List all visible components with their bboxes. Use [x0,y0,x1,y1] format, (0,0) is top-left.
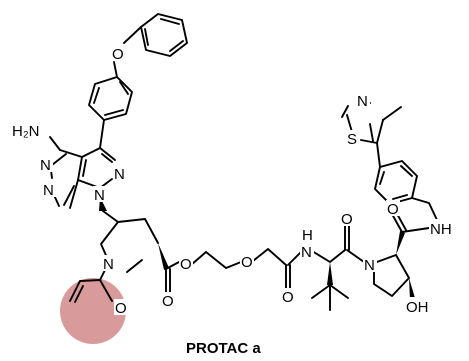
atom-amide3-nh: NH [430,221,452,238]
pyrimidine-inner-bonds [51,153,75,206]
tle-wedge [327,262,333,285]
atom-thiazole-n: N [357,93,368,110]
bonds [49,13,438,311]
amide3-wedge [396,231,405,255]
acrylamide-highlight [60,278,126,344]
atom-amide3-o: O [387,201,399,218]
atom-amide-h: H [302,227,313,244]
ester-wedge [158,243,169,270]
tle-bonds [311,249,346,263]
atom-pyrazole-n2: N [114,166,125,183]
atom-pyrrolidine-n1: N [103,256,114,273]
thiazole-link [376,142,381,168]
atom-nh2: H₂N [12,123,40,140]
methyl-bond [382,106,402,121]
atom-pyrimidine-n1: N [40,157,51,174]
phenylene-inner-bonds [93,81,129,116]
benzyl-bonds [411,197,438,221]
thiazole-inner-bonds [341,105,374,142]
pyrrolidine-link [102,210,119,223]
atom-pyrrolidine-n2: N [364,257,375,274]
amide1-bonds [285,250,303,290]
tbutyl-bonds [311,284,349,311]
ester-bonds [165,261,180,293]
aryl-link [99,119,105,149]
atom-ether-o: O [112,46,124,63]
oh-wedge [409,278,415,300]
atom-amide2-o: O [341,211,353,228]
atom-amide1-o: O [282,289,294,306]
amine-bond [49,136,61,151]
caption: PROTAC a [186,340,261,357]
atom-pyrimidine-n3: N [43,182,54,199]
atom-ester-o-double: O [162,293,174,310]
phenyl-inner-bonds [144,18,184,52]
pyrrolidine2-ring [373,254,410,297]
atom-oh: OH [406,299,429,316]
atom-amide-n: N [301,244,312,261]
atom-acryl-o: O [115,300,127,317]
atom-ester-o: O [180,256,192,273]
pyrazole-inner-bonds [82,153,113,177]
atom-pyrazole-n1: N [94,187,105,204]
amide2-bonds [344,225,365,263]
benzene-inner-bonds [379,165,413,200]
atom-glycol-o: O [241,254,253,271]
linker-bonds [190,248,287,269]
atom-thiazole-s: S [347,131,357,148]
ether-bonds [113,26,142,78]
atom-labels: O H₂N N N N N N O O O O O N H O N OH [11,45,455,317]
